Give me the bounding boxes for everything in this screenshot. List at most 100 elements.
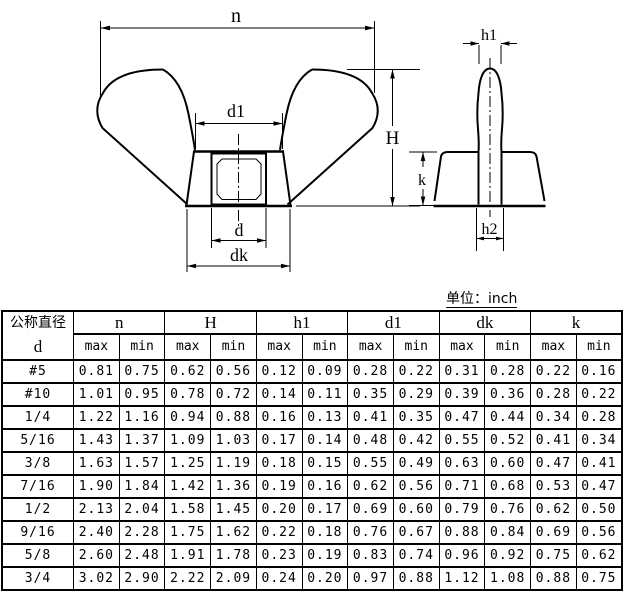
value-cell: 0.15 xyxy=(301,451,349,476)
row-diameter: 7/16 xyxy=(1,474,74,499)
value-cell: 0.34 xyxy=(530,405,577,430)
value-cell: 0.71 xyxy=(438,474,486,499)
subheader-max: max xyxy=(73,333,120,361)
value-cell: 1.19 xyxy=(210,451,257,476)
value-cell: 1.12 xyxy=(438,566,486,591)
value-cell: 0.17 xyxy=(255,428,303,453)
value-cell: 0.20 xyxy=(301,566,349,591)
value-cell: 1.25 xyxy=(164,451,212,476)
value-cell: 0.55 xyxy=(347,451,394,476)
value-cell: 0.88 xyxy=(210,405,257,430)
dimension-h1 xyxy=(463,41,517,64)
value-cell: 0.74 xyxy=(392,543,440,568)
value-cell: 0.41 xyxy=(530,428,577,453)
value-cell: 0.62 xyxy=(164,359,212,384)
value-cell: 0.92 xyxy=(484,543,532,568)
value-cell: 0.84 xyxy=(484,520,532,545)
value-cell: 0.60 xyxy=(392,497,440,522)
value-cell: 0.31 xyxy=(438,359,486,384)
value-cell: 0.18 xyxy=(301,520,349,545)
value-cell: 1.75 xyxy=(164,520,212,545)
value-cell: 1.37 xyxy=(118,428,166,453)
value-cell: 0.94 xyxy=(164,405,212,430)
value-cell: 0.69 xyxy=(347,497,394,522)
value-cell: 0.18 xyxy=(255,451,303,476)
wing-nut-side-view xyxy=(409,41,546,251)
value-cell: 2.48 xyxy=(118,543,166,568)
value-cell: 0.23 xyxy=(255,543,303,568)
value-cell: 0.62 xyxy=(347,474,394,499)
value-cell: 0.41 xyxy=(575,451,623,476)
value-cell: 1.08 xyxy=(484,566,532,591)
value-cell: 0.29 xyxy=(392,382,440,407)
subheader-max: max xyxy=(530,333,577,361)
value-cell: 0.47 xyxy=(438,405,486,430)
value-cell: 0.56 xyxy=(575,520,623,545)
value-cell: 1.84 xyxy=(118,474,166,499)
value-cell: 1.57 xyxy=(118,451,166,476)
dimension-H xyxy=(296,69,420,207)
group-header-H: H xyxy=(164,310,257,335)
dim-label-d: d xyxy=(235,220,244,240)
subheader-min: min xyxy=(392,333,440,361)
value-cell: 1.90 xyxy=(73,474,120,499)
value-cell: 0.11 xyxy=(301,382,349,407)
group-header-d1: d1 xyxy=(347,310,440,335)
value-cell: 0.41 xyxy=(347,405,394,430)
value-cell: 0.78 xyxy=(164,382,212,407)
dim-label-H: H xyxy=(386,128,400,149)
value-cell: 0.22 xyxy=(575,382,623,407)
value-cell: 0.79 xyxy=(438,497,486,522)
dim-label-n: n xyxy=(231,5,241,27)
value-cell: 0.72 xyxy=(210,382,257,407)
value-cell: 2.28 xyxy=(118,520,166,545)
subheader-max: max xyxy=(164,333,212,361)
value-cell: 0.75 xyxy=(575,566,623,591)
value-cell: 0.35 xyxy=(392,405,440,430)
value-cell: 0.81 xyxy=(73,359,120,384)
value-cell: 0.75 xyxy=(118,359,166,384)
value-cell: 0.47 xyxy=(575,474,623,499)
corner-label-d: d xyxy=(33,336,43,356)
value-cell: 1.22 xyxy=(73,405,120,430)
value-cell: 0.39 xyxy=(438,382,486,407)
subheader-min: min xyxy=(484,333,532,361)
value-cell: 1.42 xyxy=(164,474,212,499)
value-cell: 0.75 xyxy=(530,543,577,568)
value-cell: 1.16 xyxy=(118,405,166,430)
value-cell: 0.96 xyxy=(438,543,486,568)
dimension-k xyxy=(409,151,437,206)
value-cell: 0.24 xyxy=(255,566,303,591)
value-cell: 0.20 xyxy=(255,497,303,522)
group-header-h1: h1 xyxy=(255,310,349,335)
value-cell: 0.48 xyxy=(347,428,394,453)
row-diameter: 5/16 xyxy=(1,428,74,453)
value-cell: 1.36 xyxy=(210,474,257,499)
value-cell: 0.16 xyxy=(575,359,623,384)
value-cell: 2.60 xyxy=(73,543,120,568)
value-cell: 0.19 xyxy=(301,543,349,568)
value-cell: 1.91 xyxy=(164,543,212,568)
group-header-n: n xyxy=(72,310,166,335)
dim-label-d1: d1 xyxy=(227,101,245,121)
subheader-min: min xyxy=(210,333,257,361)
value-cell: 0.69 xyxy=(530,520,577,545)
value-cell: 0.67 xyxy=(392,520,440,545)
value-cell: 0.42 xyxy=(392,428,440,453)
value-cell: 0.16 xyxy=(255,405,303,430)
row-diameter: 3/8 xyxy=(1,451,74,476)
value-cell: 1.78 xyxy=(210,543,257,568)
value-cell: 0.28 xyxy=(575,405,623,430)
value-cell: 0.76 xyxy=(347,520,394,545)
value-cell: 0.19 xyxy=(255,474,303,499)
value-cell: 1.63 xyxy=(73,451,120,476)
dimension-h2 xyxy=(476,208,504,251)
wing-nut-technical-drawing: n d1 H d dk xyxy=(96,5,546,272)
value-cell: 0.28 xyxy=(347,359,394,384)
